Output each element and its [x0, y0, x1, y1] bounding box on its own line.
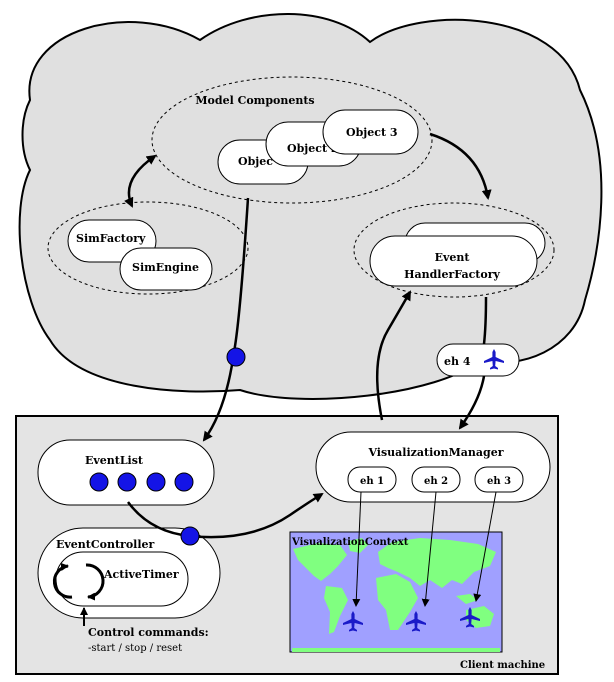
handler-factory-group	[353, 202, 555, 298]
event-token	[117, 472, 137, 492]
object-3-label: Object 3	[346, 126, 398, 139]
model-components-title: Model Components	[195, 94, 314, 107]
object-2-label: Object 2	[287, 142, 339, 155]
object-3-box[interactable]	[322, 109, 419, 155]
client-machine-label: Client machine	[460, 660, 545, 671]
eh2-label: eh 2	[424, 476, 448, 487]
event-token	[146, 472, 166, 492]
eventcontroller-title: EventController	[56, 538, 155, 551]
eh4-box[interactable]	[436, 343, 520, 377]
handler-factory-label-line2: HandlerFactory	[404, 268, 500, 281]
model-components-group	[151, 76, 433, 204]
visualization-context-title: VisualizationContext	[291, 537, 409, 548]
server-cloud	[18, 13, 603, 400]
simengine-box[interactable]	[119, 247, 213, 291]
handler-factory-box[interactable]	[369, 235, 538, 287]
cycle-icon	[52, 562, 105, 601]
object-1-label: Objec	[238, 155, 273, 168]
eh1-box[interactable]	[347, 466, 397, 493]
eh3-box[interactable]	[474, 466, 524, 493]
eventlist-box[interactable]	[37, 439, 215, 506]
event-token	[89, 472, 109, 492]
visualization-context-map	[289, 531, 503, 653]
simengine-label: SimEngine	[132, 261, 199, 274]
handler-factory-label-line1: Event	[435, 251, 471, 264]
event-token-transit	[226, 347, 246, 367]
flow-arrows	[80, 132, 492, 626]
visualization-manager-title: VisualizationManager	[367, 446, 503, 459]
simfactory-label: SimFactory	[76, 232, 146, 245]
control-commands-title: Control commands:	[88, 626, 209, 639]
eventlist-title: EventList	[85, 454, 144, 467]
activetimer-label: ActiveTimer	[103, 568, 179, 581]
eh4-label: eh 4	[444, 355, 471, 368]
eh3-label: eh 3	[487, 476, 511, 487]
control-commands-list: -start / stop / reset	[88, 643, 182, 654]
eh1-label: eh 1	[360, 476, 384, 487]
event-token	[174, 472, 194, 492]
handler-arrows	[352, 491, 497, 607]
event-token-transit	[180, 526, 200, 546]
